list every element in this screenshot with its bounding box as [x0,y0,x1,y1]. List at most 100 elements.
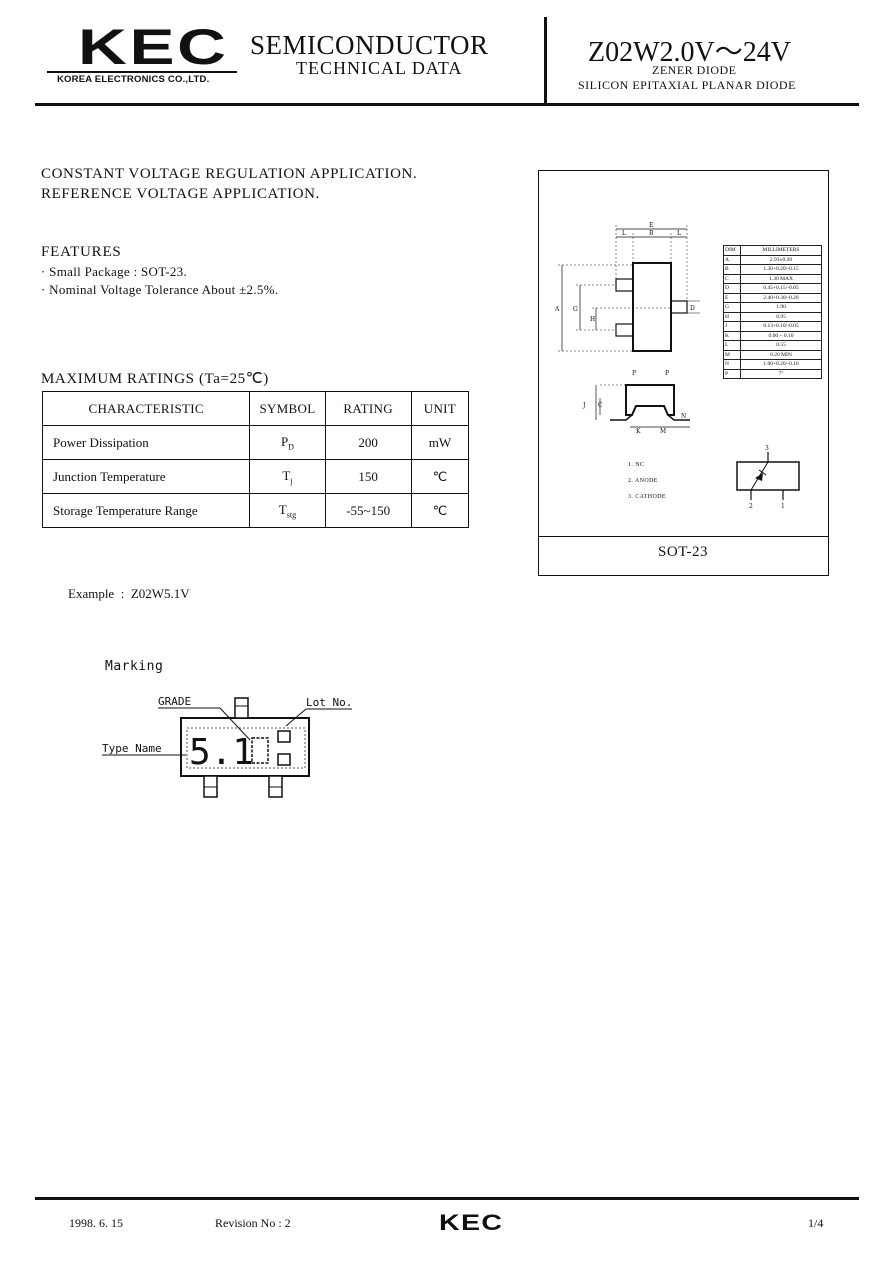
pin-number: 3 [765,445,769,452]
column-header: CHARACTERISTIC [41,391,251,426]
example-separator: : [120,586,125,601]
dim-header: MILLIMETERS [740,245,822,256]
example-label: Example [68,586,115,601]
package-drawing-box [538,170,829,576]
table-row: Storage Temperature Range Tstg -55~150 ℃ [41,493,470,528]
dim-letter: M [660,428,666,435]
footer-date: 1998. 6. 15 [69,1216,123,1230]
schematic-symbol: 3 2 1 [736,445,800,510]
dim-letter: C [598,402,603,409]
footer-revision: Revision No : 2 [215,1216,291,1230]
dim-header-row: DIM MILLIMETERS [723,245,822,256]
dim-letter: L [677,230,681,237]
dim-letter: E [649,222,653,229]
lot-box [277,730,291,743]
dim-letter: H [590,316,595,323]
pin-description: 1. NC [628,462,645,468]
schematic-body [736,461,800,491]
table-row: Power Dissipation PD 200 mW [41,425,470,460]
max-ratings-title: MAXIMUM RATINGS (Ta=25℃) [41,371,269,387]
symbol-cell: Tj [249,459,326,494]
feature-item: · Small Package : SOT-23. [41,264,188,279]
device-type: ZENER DIODE [652,63,737,77]
package-divider [538,536,828,537]
unit-cell: ℃ [410,459,470,494]
company-name: KOREA ELECTRONICS CO.,LTD. [57,74,210,85]
dim-letter: J [582,402,586,409]
dim-letter: N [681,413,686,420]
type-name-label: Type Name [102,742,162,755]
application-line: CONSTANT VOLTAGE REGULATION APPLICATION. [41,166,418,182]
rating-cell: -55~150 [324,493,412,528]
diode-icon [755,473,763,481]
pin-number: 2 [749,503,753,510]
pin-description: 3. CATHODE [628,494,666,500]
package-top-view [632,262,672,352]
characteristic-cell: Storage Temperature Range [41,493,251,528]
characteristic-cell: Power Dissipation [41,425,251,460]
dim-header: DIM [723,245,741,256]
footer-rule [35,1197,859,1200]
package-side-view [625,384,675,416]
rating-cell: 200 [324,425,412,460]
pin-top [234,697,249,719]
characteristic-cell: Junction Temperature [41,459,251,494]
table-row: Junction Temperature Tj 150 ℃ [41,459,470,494]
column-header: RATING [324,391,412,426]
package-outline-drawing: E B L L A G H D J C P P K M N [554,222,700,435]
feature-item: · Nominal Voltage Tolerance About ±2.5%. [41,282,279,297]
lot-box [277,753,291,766]
logo-underline [47,71,237,73]
dim-letter: A [554,306,560,313]
column-header: SYMBOL [249,391,326,426]
unit-cell: ℃ [410,493,470,528]
grade-box [251,737,269,764]
dim-letter: G [573,306,578,313]
symbol-cell: PD [249,425,326,460]
example-line: Example : Z02W5.1V [68,586,190,602]
doc-category: SEMICONDUCTOR [250,30,489,60]
dim-letter: L [622,230,626,237]
doc-subtitle: TECHNICAL DATA [296,58,463,78]
device-description: SILICON EPITAXIAL PLANAR DIODE [578,78,796,92]
dim-letter: P [665,370,669,377]
dim-letter: B [649,230,654,237]
marking-area [186,727,306,769]
pin-description: 2. ANODE [628,478,658,484]
header-rule [35,103,859,106]
example-value: Z02W5.1V [130,586,190,601]
kec-logo: KEC [78,19,229,75]
header-divider [544,17,547,105]
dim-letter: D [690,305,695,312]
application-line: REFERENCE VOLTAGE APPLICATION. [41,186,320,202]
part-number: Z02W2.0V～24V [588,37,791,68]
symbol-cell: Tstg [249,493,326,528]
grade-label: GRADE [158,695,191,708]
marking-diagram: 5.1 GRADE Lot No. Type Name [102,695,352,798]
features-title: FEATURES [41,244,122,260]
package-name: SOT-23 [658,544,708,560]
dim-letter: K [636,428,641,435]
unit-cell: mW [410,425,470,460]
rating-cell: 150 [324,459,412,494]
dim-letter: P [632,370,636,377]
type-name-text: 5.1 [189,732,254,773]
max-ratings-table: CHARACTERISTIC SYMBOL RATING UNIT Power … [41,391,470,528]
lot-label: Lot No. [306,696,352,709]
column-header: UNIT [410,391,470,426]
footer-logo: KEC [439,1210,504,1235]
pin-number: 1 [781,503,785,510]
